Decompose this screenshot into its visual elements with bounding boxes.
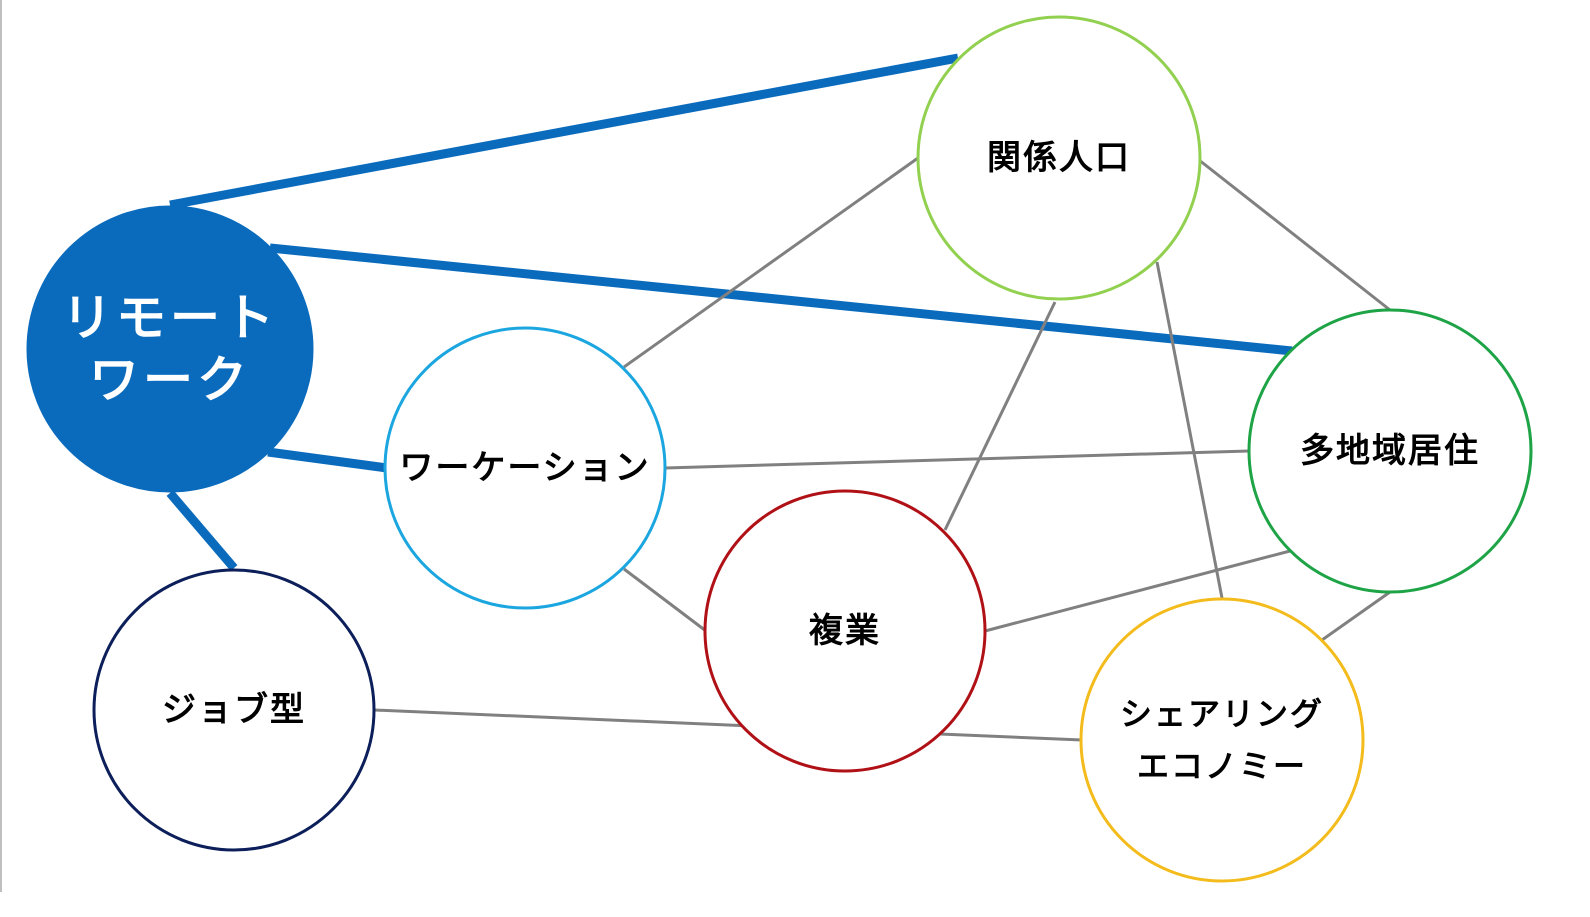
node-label-remote_work-0: リモート — [62, 289, 278, 347]
node-job_gata: ジョブ型 — [92, 568, 376, 852]
edge-remote_work-workation — [267, 447, 388, 473]
edge-remote_work-job_gata — [166, 490, 238, 571]
edge-remote_work-kankei_jinko — [169, 53, 959, 210]
node-label-remote_work-1: ワーク — [89, 351, 251, 409]
node-circle-kankei_jinko — [916, 15, 1202, 301]
edge-kankei_jinko-sharing_economy — [1155, 261, 1224, 599]
edge-job_gata-sharing_economy — [373, 708, 1083, 742]
node-label-fukugyo-0: 複業 — [809, 611, 881, 651]
node-circle-job_gata — [92, 568, 376, 852]
node-circle-sharing_economy — [1079, 597, 1365, 883]
node-circle-remote_work — [26, 205, 314, 493]
edge-kankei_jinko-tachiiki_kyoju — [1198, 158, 1391, 312]
node-label-sharing_economy-0: シェアリング — [1120, 695, 1324, 733]
edge-layer — [166, 53, 1391, 742]
node-workation: ワーケーション — [383, 326, 667, 610]
node-label-kankei_jinko-0: 関係人口 — [987, 138, 1131, 178]
node-label-workation-0: ワーケーション — [399, 448, 650, 488]
node-circle-fukugyo — [703, 489, 987, 773]
node-fukugyo: 複業 — [703, 489, 987, 773]
node-kankei_jinko: 関係人口 — [916, 15, 1202, 301]
edge-workation-tachiiki_kyoju — [664, 449, 1250, 470]
node-label-sharing_economy-1: エコノミー — [1137, 747, 1307, 785]
edge-workation-fukugyo — [623, 567, 707, 633]
node-tachiiki_kyoju: 多地域居住 — [1247, 308, 1533, 594]
node-circle-workation — [383, 326, 667, 610]
edge-kankei_jinko-fukugyo — [943, 301, 1057, 531]
edge-remote_work-tachiiki_kyoju — [269, 243, 1293, 356]
edge-kankei_jinko-workation — [623, 156, 919, 369]
node-circle-tachiiki_kyoju — [1247, 308, 1533, 594]
node-label-tachiiki_kyoju-0: 多地域居住 — [1300, 431, 1480, 471]
edge-tachiiki_kyoju-sharing_economy — [1321, 590, 1391, 642]
node-label-job_gata-0: ジョブ型 — [162, 690, 306, 730]
edge-fukugyo-tachiiki_kyoju — [984, 549, 1291, 633]
